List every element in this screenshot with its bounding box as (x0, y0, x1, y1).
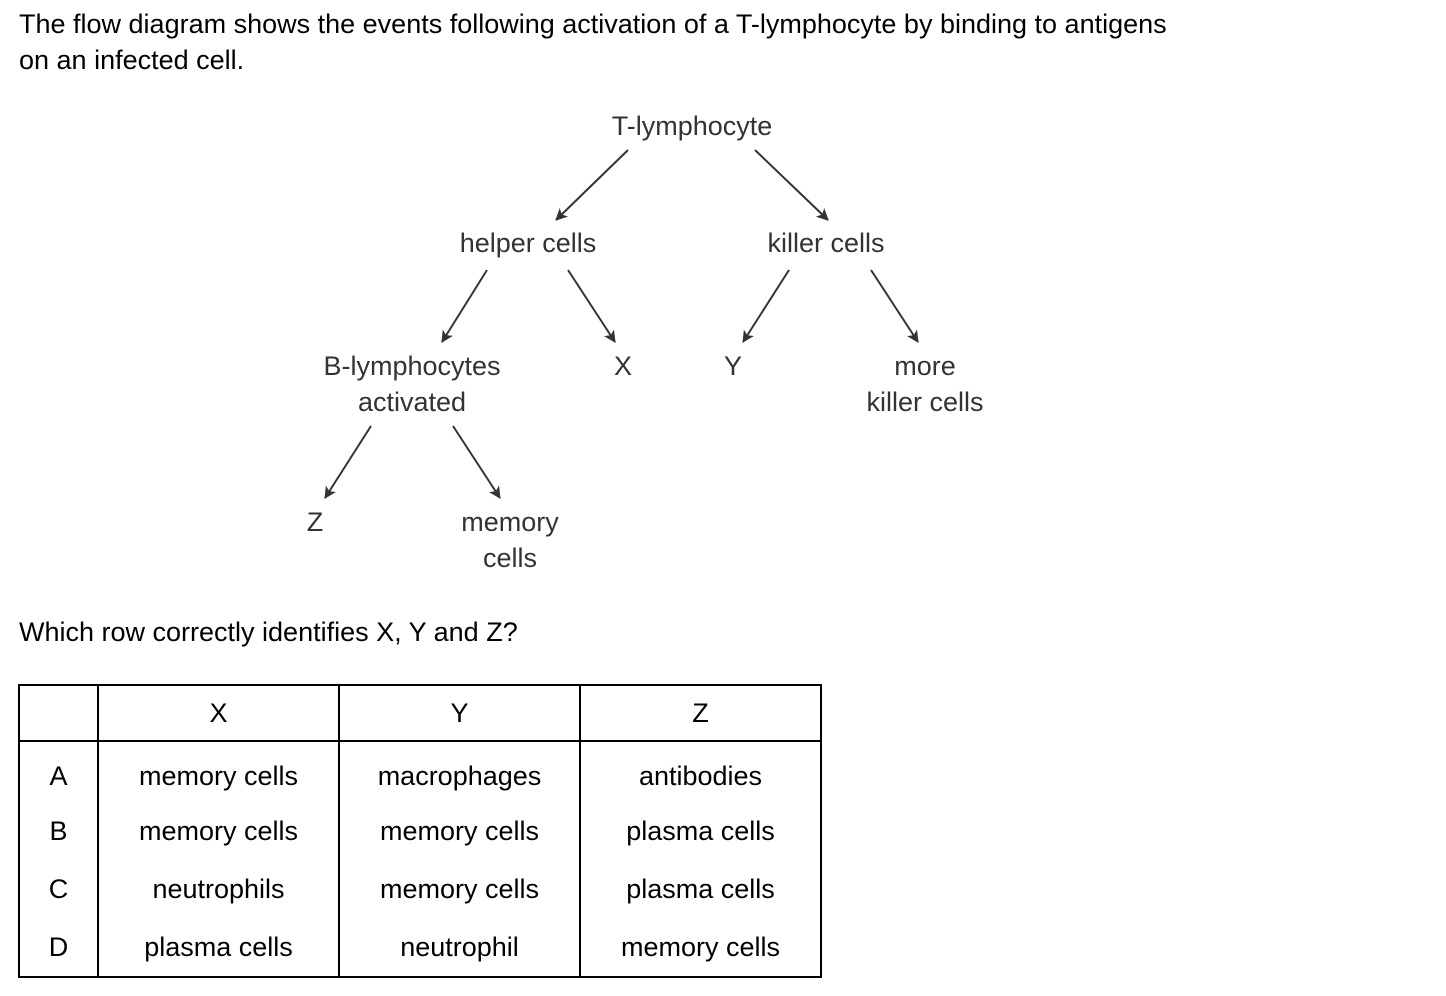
node-x: X (613, 351, 632, 381)
table-cell: neutrophils (97, 860, 340, 918)
row-key: A (18, 741, 99, 802)
intro-line-2: on an infected cell. (19, 45, 245, 75)
node-memory-cells: memory cells (430, 504, 590, 576)
node-t-lymphocyte: T-lymphocyte (611, 111, 773, 141)
answer-table: X Y Z A memory cells macrophages antibod… (18, 684, 822, 978)
arrow-killer-to-more (870, 269, 919, 343)
node-more-killer-cells: more killer cells (835, 348, 1015, 420)
table-row[interactable]: A memory cells macrophages antibodies (18, 741, 822, 802)
table-cell: memory cells (97, 802, 340, 860)
table-header-cell: Z (579, 684, 822, 742)
arrow-b-to-z (324, 425, 372, 499)
node-memory-line-2: cells (482, 543, 537, 573)
table-cell: neutrophil (338, 918, 581, 978)
intro-line-1: The flow diagram shows the events follow… (19, 9, 1167, 39)
table-cell: antibodies (579, 741, 822, 802)
arrow-helper-to-x (567, 269, 616, 343)
table-header-cell: Y (338, 684, 581, 742)
table-header-cell (18, 684, 99, 742)
node-b-line-1: B-lymphocytes (323, 351, 501, 381)
arrow-t-to-helper (555, 149, 629, 221)
table-row[interactable]: B memory cells memory cells plasma cells (18, 802, 822, 860)
table-row[interactable]: C neutrophils memory cells plasma cells (18, 860, 822, 918)
node-z: Z (306, 507, 324, 537)
node-more-line-2: killer cells (866, 387, 984, 417)
question-text: Which row correctly identifies X, Y and … (19, 617, 518, 647)
node-b-lymphocytes-activated: B-lymphocytes activated (292, 348, 532, 420)
table-cell: memory cells (97, 741, 340, 802)
node-memory-line-1: memory (461, 507, 559, 537)
arrow-b-to-memory (452, 425, 501, 499)
table-cell: memory cells (338, 802, 581, 860)
arrow-helper-to-b (441, 269, 488, 343)
node-helper-cells: helper cells (459, 228, 597, 258)
row-key: D (18, 918, 99, 978)
row-key: C (18, 860, 99, 918)
table-cell: plasma cells (97, 918, 340, 978)
table-cell: macrophages (338, 741, 581, 802)
node-b-line-2: activated (357, 387, 467, 417)
node-y: Y (723, 351, 742, 381)
row-key: B (18, 802, 99, 860)
table-cell: memory cells (579, 918, 822, 978)
table-header-row: X Y Z (18, 684, 822, 742)
flow-diagram-arrows (324, 149, 919, 499)
table-header-cell: X (97, 684, 340, 742)
intro-text: The flow diagram shows the events follow… (19, 6, 1419, 78)
table-cell: plasma cells (579, 802, 822, 860)
table-cell: plasma cells (579, 860, 822, 918)
arrow-killer-to-y (742, 269, 790, 343)
node-killer-cells: killer cells (767, 228, 885, 258)
table-row[interactable]: D plasma cells neutrophil memory cells (18, 918, 822, 978)
table-cell: memory cells (338, 860, 581, 918)
arrow-t-to-killer (754, 149, 829, 221)
node-more-line-1: more (894, 351, 956, 381)
